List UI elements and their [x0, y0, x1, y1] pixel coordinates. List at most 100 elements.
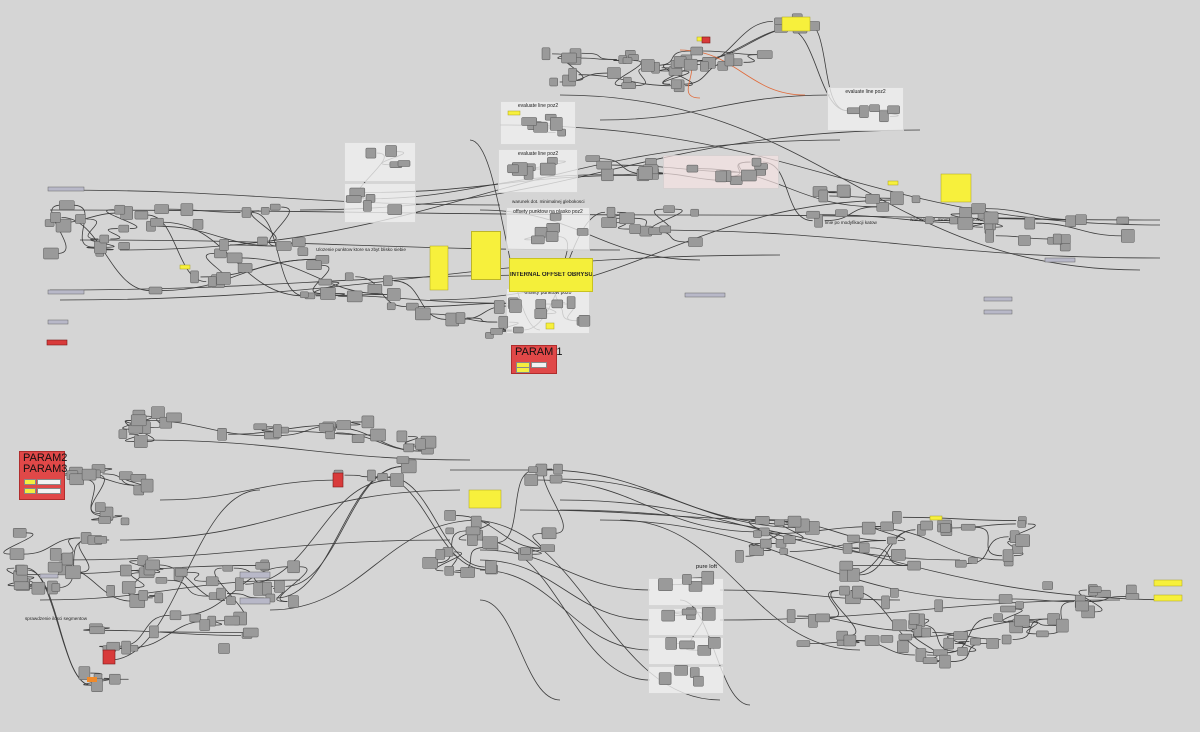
component-node[interactable]: [681, 608, 697, 616]
component-node[interactable]: [51, 583, 61, 592]
component-node[interactable]: [971, 203, 986, 214]
component-node[interactable]: [257, 236, 268, 246]
slider-component[interactable]: [47, 289, 85, 295]
component-node[interactable]: [1015, 534, 1030, 547]
component-node[interactable]: [749, 545, 764, 556]
component-node[interactable]: [551, 299, 564, 309]
component-node[interactable]: [880, 521, 894, 532]
component-node[interactable]: [262, 581, 272, 596]
component-node[interactable]: [216, 587, 226, 600]
component-node[interactable]: [864, 635, 880, 646]
component-node[interactable]: [993, 613, 1003, 622]
warning-component-node[interactable]: [87, 677, 97, 682]
component-node[interactable]: [297, 247, 309, 256]
component-node[interactable]: [253, 423, 268, 431]
component-node[interactable]: [585, 155, 601, 162]
component-node[interactable]: [199, 619, 211, 631]
component-node[interactable]: [1015, 601, 1024, 609]
component-node[interactable]: [665, 637, 677, 650]
component-node[interactable]: [861, 521, 876, 535]
component-node[interactable]: [774, 519, 785, 527]
component-node[interactable]: [890, 588, 899, 598]
component-node[interactable]: [658, 672, 672, 685]
component-node[interactable]: [836, 184, 851, 198]
component-node[interactable]: [879, 110, 889, 123]
component-node[interactable]: [1018, 235, 1031, 246]
component-node[interactable]: [658, 578, 673, 591]
component-node[interactable]: [690, 208, 699, 217]
component-node[interactable]: [607, 67, 621, 79]
component-node[interactable]: [145, 559, 160, 571]
component-node[interactable]: [550, 117, 563, 131]
component-node[interactable]: [541, 47, 551, 61]
component-node[interactable]: [735, 550, 744, 563]
component-node[interactable]: [130, 414, 147, 427]
component-node[interactable]: [218, 643, 230, 654]
component-node[interactable]: [847, 534, 860, 543]
component-node[interactable]: [269, 203, 281, 211]
component-node[interactable]: [955, 559, 967, 568]
component-node[interactable]: [120, 517, 130, 526]
panel-node[interactable]: [781, 16, 811, 32]
param-slider[interactable]: [516, 367, 530, 373]
component-node[interactable]: [601, 168, 614, 182]
component-node[interactable]: [715, 170, 727, 183]
component-node[interactable]: [534, 308, 548, 319]
component-node[interactable]: [154, 204, 169, 214]
component-node[interactable]: [114, 204, 126, 215]
panel-node[interactable]: [507, 110, 521, 116]
component-node[interactable]: [241, 207, 252, 218]
error-component-node[interactable]: [46, 339, 68, 346]
component-node[interactable]: [344, 272, 354, 282]
component-node[interactable]: [970, 637, 981, 646]
component-node[interactable]: [732, 58, 743, 67]
component-node[interactable]: [897, 640, 909, 654]
component-node[interactable]: [390, 473, 404, 487]
component-node[interactable]: [222, 564, 234, 572]
param-slider[interactable]: [24, 479, 36, 485]
component-node[interactable]: [306, 260, 322, 270]
panel-node[interactable]: [929, 515, 943, 521]
component-node[interactable]: [1000, 605, 1016, 613]
component-node[interactable]: [361, 415, 375, 429]
component-node[interactable]: [847, 568, 860, 582]
component-node[interactable]: [119, 471, 133, 480]
component-node[interactable]: [568, 67, 577, 82]
error-component-node[interactable]: [701, 36, 711, 44]
component-node[interactable]: [891, 549, 906, 561]
component-node[interactable]: [455, 312, 466, 324]
group-left-a[interactable]: [344, 142, 416, 182]
component-node[interactable]: [121, 581, 136, 594]
component-node[interactable]: [513, 326, 524, 334]
component-node[interactable]: [346, 290, 363, 303]
component-node[interactable]: [1002, 549, 1014, 562]
component-node[interactable]: [12, 528, 27, 538]
component-node[interactable]: [843, 634, 857, 647]
component-node[interactable]: [75, 214, 86, 224]
component-node[interactable]: [154, 592, 164, 604]
component-node[interactable]: [521, 117, 537, 126]
slider-component[interactable]: [1044, 257, 1076, 263]
component-node[interactable]: [533, 122, 548, 133]
component-node[interactable]: [9, 548, 25, 560]
component-node[interactable]: [998, 594, 1013, 604]
component-node[interactable]: [216, 272, 231, 285]
component-node[interactable]: [688, 237, 703, 247]
component-node[interactable]: [686, 164, 699, 173]
component-node[interactable]: [760, 538, 772, 549]
component-node[interactable]: [688, 581, 703, 592]
component-node[interactable]: [708, 637, 721, 649]
slider-component[interactable]: [983, 296, 1013, 302]
component-node[interactable]: [31, 581, 46, 595]
component-node[interactable]: [140, 478, 154, 493]
component-node[interactable]: [783, 535, 796, 544]
component-node[interactable]: [606, 206, 616, 218]
component-node[interactable]: [207, 276, 217, 287]
component-node[interactable]: [796, 640, 811, 647]
component-node[interactable]: [1036, 630, 1049, 638]
component-node[interactable]: [546, 223, 560, 233]
component-node[interactable]: [287, 560, 300, 574]
slider-component[interactable]: [239, 597, 271, 605]
component-node[interactable]: [81, 468, 97, 481]
component-node[interactable]: [934, 599, 943, 613]
